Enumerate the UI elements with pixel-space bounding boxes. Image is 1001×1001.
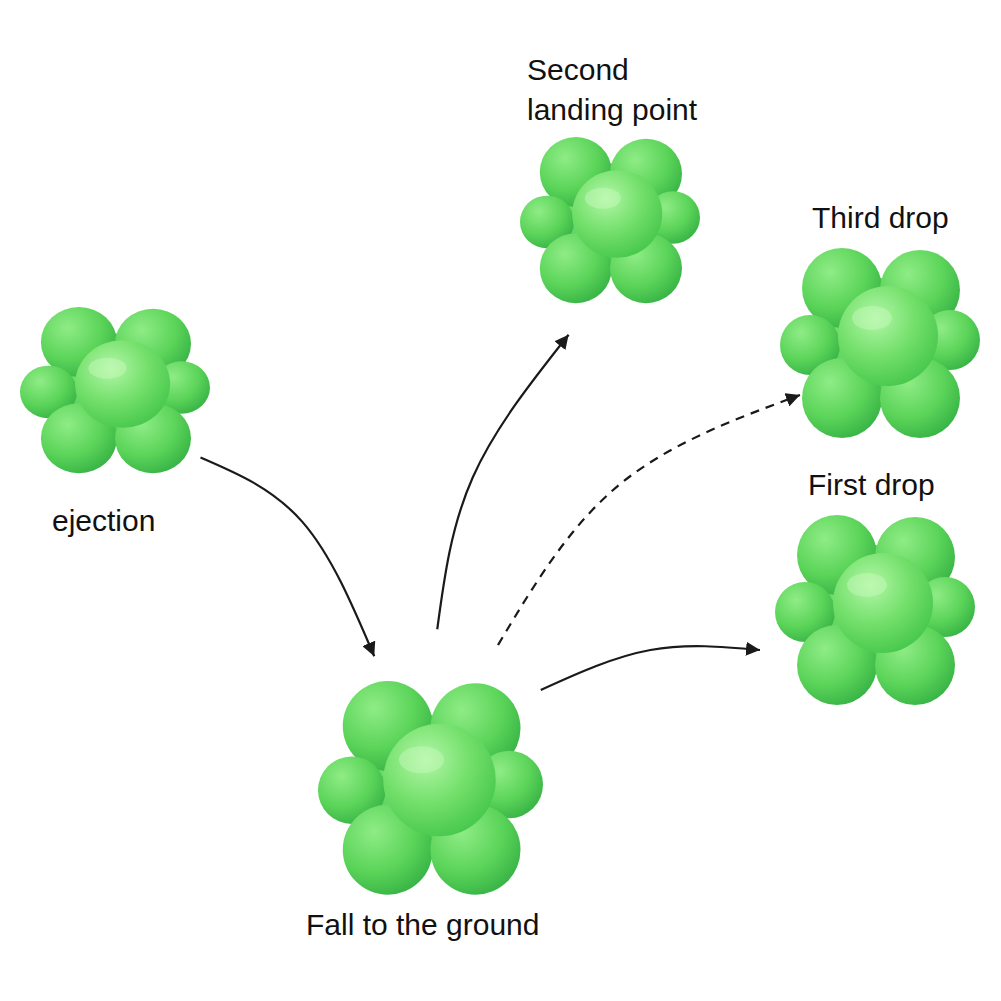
ball-shape <box>520 137 700 303</box>
reaction-ball: Third drop <box>780 198 980 440</box>
ball-graphic <box>20 300 210 475</box>
dashed-trajectory-arrow <box>498 395 800 645</box>
label-gap <box>20 475 210 501</box>
ball-label: Third drop <box>812 198 949 238</box>
ball-graphic <box>780 240 980 440</box>
ball-shape <box>20 307 210 473</box>
reaction-ball: ejection <box>20 300 210 541</box>
ball-label: Second landing point <box>527 50 717 130</box>
trajectory-arrow <box>437 335 568 630</box>
reaction-ball: First drop <box>775 465 975 707</box>
trajectory-arrow <box>541 646 760 690</box>
ball-graphic <box>318 672 543 897</box>
ball-graphic <box>520 130 700 305</box>
label-gap <box>306 897 543 905</box>
ball-label: ejection <box>52 501 155 541</box>
ball-illustration <box>775 507 975 707</box>
ball-shape <box>318 681 543 895</box>
ball-label: Fall to the ground <box>306 905 539 945</box>
reaction-ball: Second landing point <box>520 50 717 305</box>
reaction-ball: Fall to the ground <box>306 672 543 945</box>
ball-shape <box>775 515 975 705</box>
ball-illustration <box>520 130 700 305</box>
ball-label: First drop <box>808 465 935 505</box>
ball-graphic <box>775 507 975 707</box>
ball-illustration <box>780 240 980 440</box>
trajectory-arrow <box>201 458 375 657</box>
ball-shape <box>780 248 980 438</box>
ball-illustration <box>318 672 543 897</box>
ball-illustration <box>20 300 210 475</box>
